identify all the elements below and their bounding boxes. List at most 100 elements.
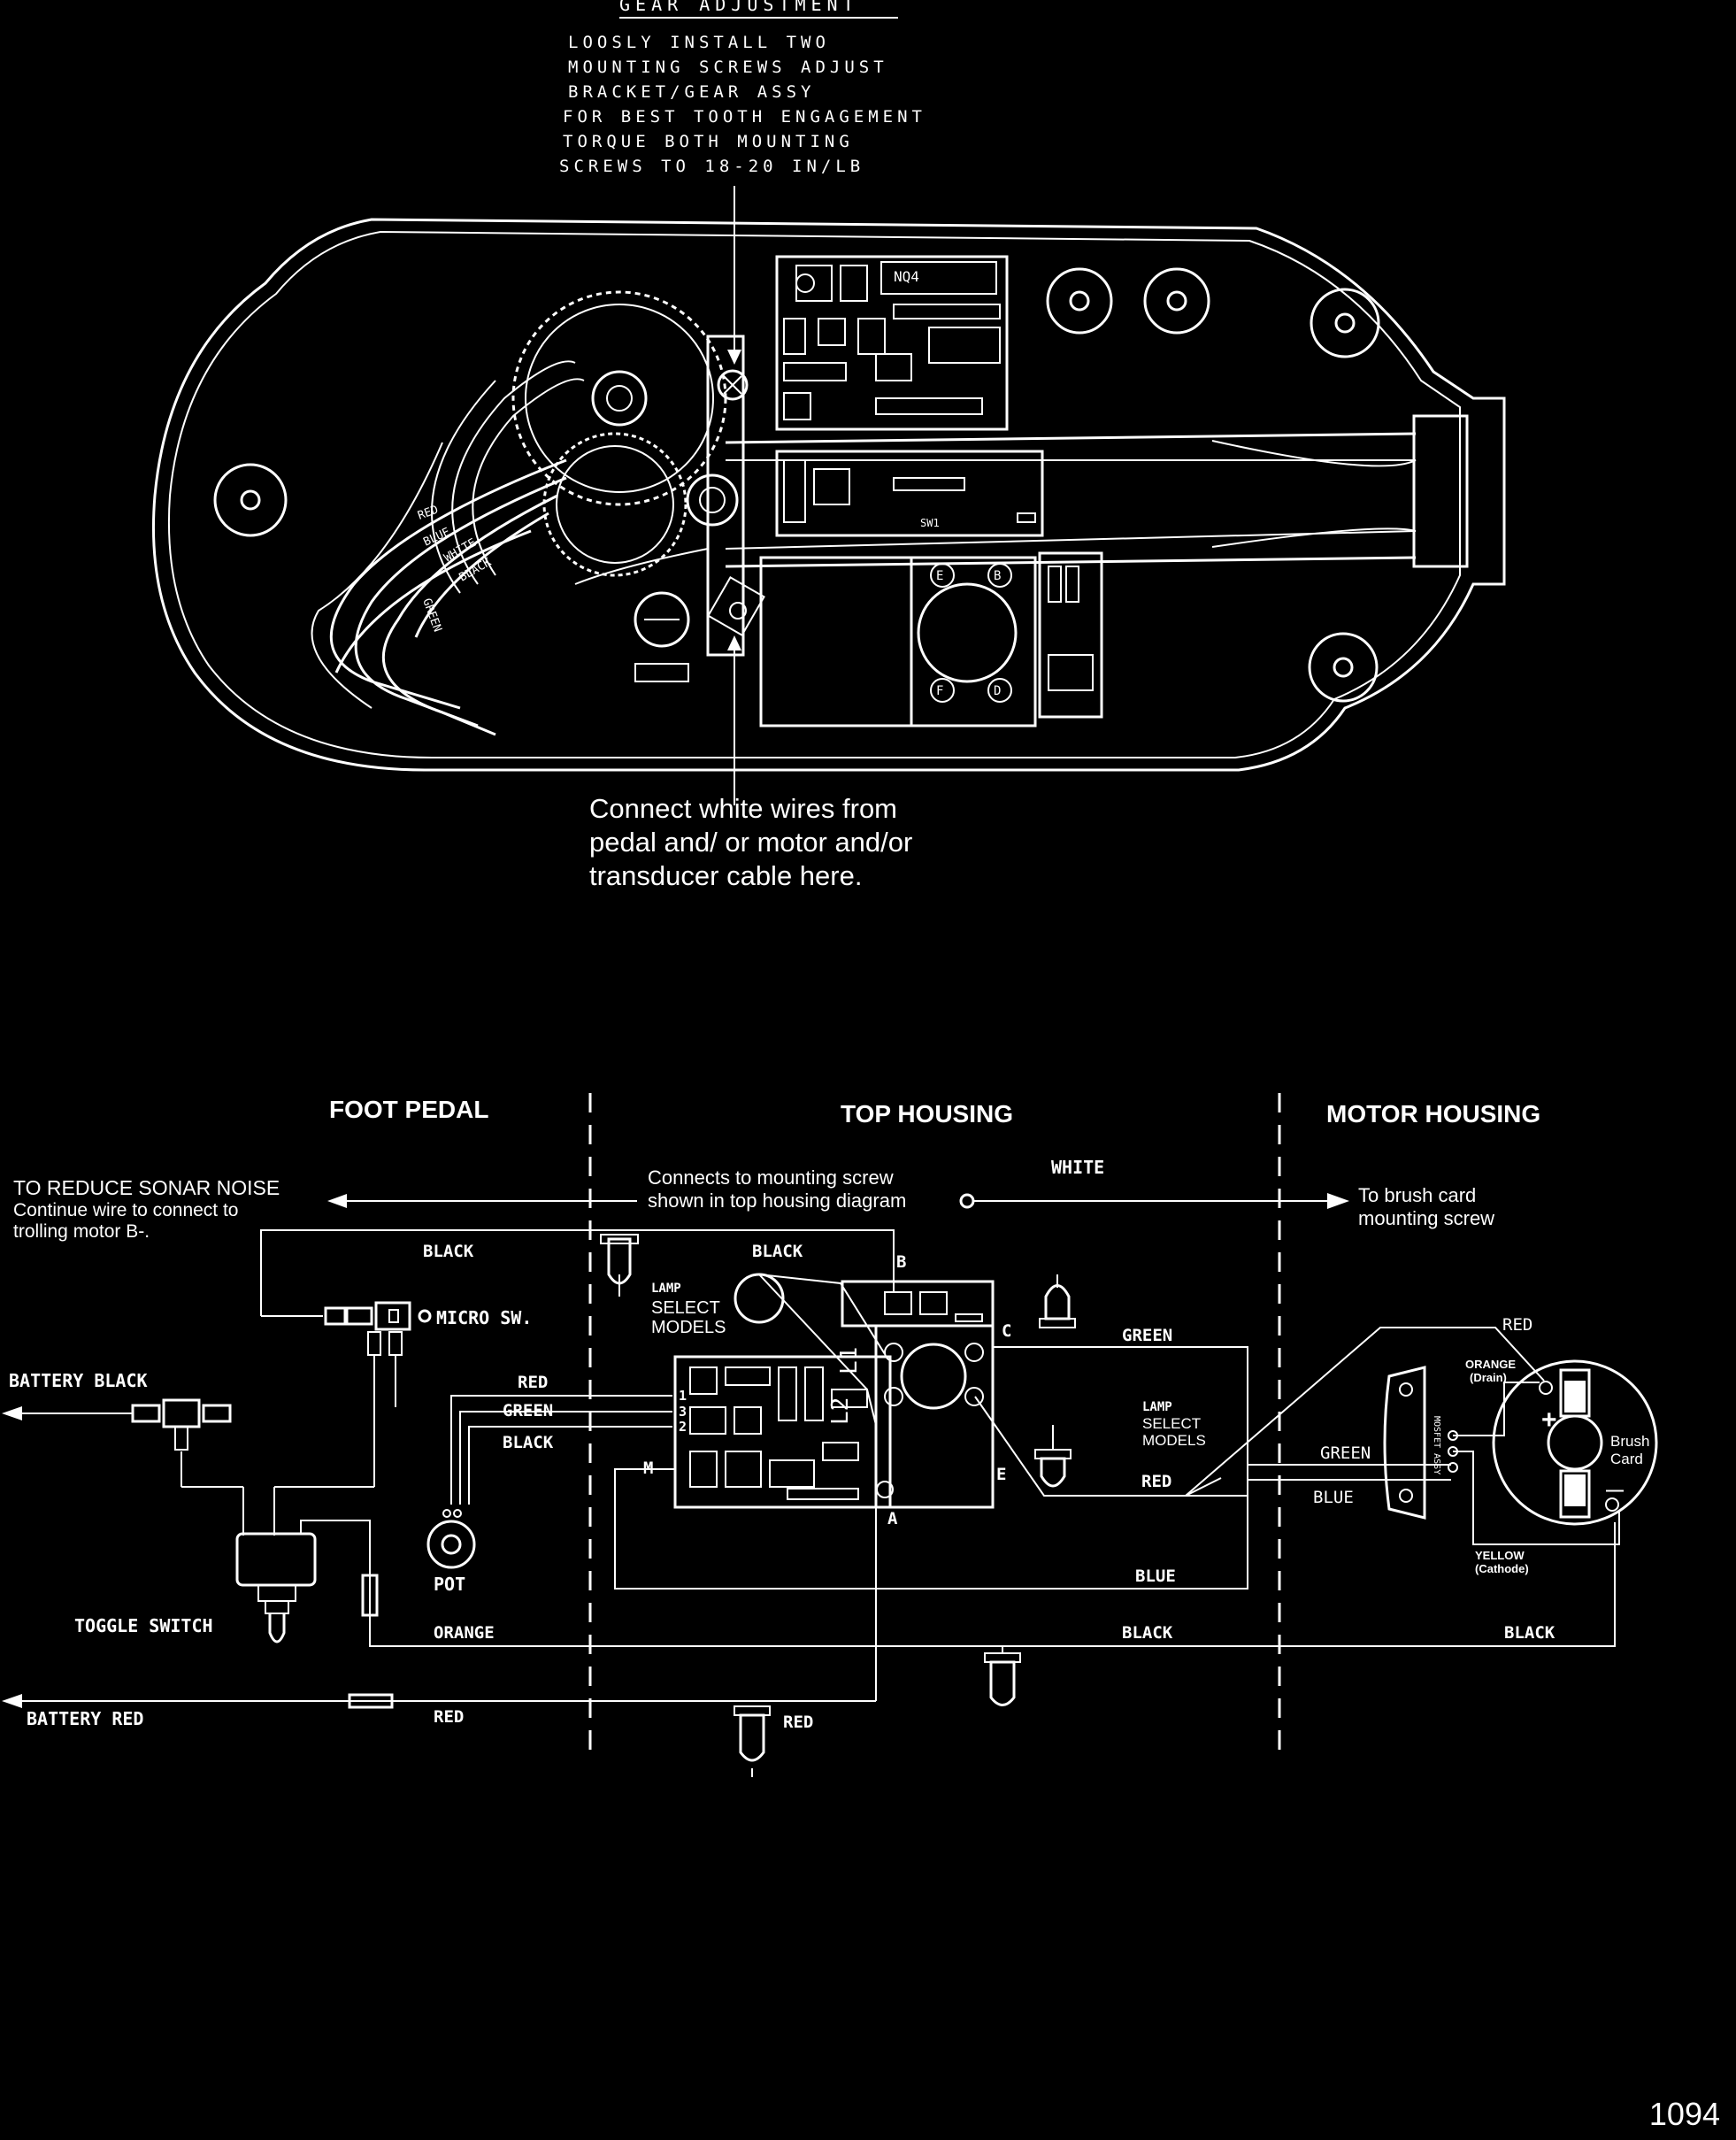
control-board-l1: 1 3 2 <box>673 1355 894 1509</box>
brush-card-line-2: Card <box>1610 1451 1643 1467</box>
wire-red-motor <box>1185 1327 1545 1497</box>
board-id-l2: L2 <box>827 1397 854 1425</box>
label-mosfet: MOSFET ASSY <box>1432 1416 1441 1474</box>
wire-green-1: GREEN <box>503 1401 553 1420</box>
gear-note-line-3: BRACKET/GEAR ASSY <box>568 82 815 102</box>
point-a: A <box>887 1509 898 1528</box>
wire-black-2: BLACK <box>503 1433 554 1452</box>
mounting-hole-top-3 <box>1310 288 1380 358</box>
mounting-hole-top-1 <box>1046 267 1113 335</box>
yellow-cathode-line-2: (Cathode) <box>1475 1562 1529 1575</box>
section-top-housing: TOP HOUSING <box>841 1100 1013 1128</box>
wire-red-1: RED <box>518 1373 548 1392</box>
connector-c <box>1039 1274 1076 1328</box>
gear-adjustment-title: GEAR ADJUSTMENT <box>619 0 859 15</box>
brush-card <box>1492 1359 1658 1526</box>
point-b: B <box>896 1252 906 1272</box>
gear-note-line-1: LOOSLY INSTALL TWO <box>568 33 830 52</box>
wire-orange: ORANGE <box>434 1623 495 1643</box>
connects-note-line-2: shown in top housing diagram <box>648 1189 906 1212</box>
connector-black-bottom <box>984 1646 1021 1706</box>
board-label-b: B <box>994 569 1001 583</box>
wire-label-green: GREEN <box>419 597 443 634</box>
wire-bundle <box>311 442 709 736</box>
small-gear <box>542 432 687 577</box>
bracket-screw-top <box>717 369 749 401</box>
point-c: C <box>1002 1321 1011 1341</box>
gear-leader-arrow <box>727 350 741 365</box>
fuse-red <box>348 1693 394 1709</box>
mounting-hole-left <box>213 463 288 537</box>
brush-note-line-2: mounting screw <box>1358 1207 1494 1229</box>
white-wire-arrow <box>727 635 741 650</box>
lamp-select-1-line-3: MODELS <box>651 1318 726 1337</box>
wire-black-bottom: BLACK <box>1122 1623 1173 1643</box>
point-e: E <box>996 1465 1006 1484</box>
sonar-note-line-1: Continue wire to connect to <box>13 1200 238 1220</box>
label-battery-black: BATTERY BLACK <box>9 1370 148 1391</box>
gear-note-line-5: TORQUE BOTH MOUNTING <box>563 132 854 151</box>
gear-note-line-4: FOR BEST TOOTH ENGAGEMENT <box>563 107 926 127</box>
lamp-select-2-line-1: LAMP <box>1142 1400 1172 1414</box>
wire-green-c: GREEN <box>1122 1326 1172 1345</box>
wire-red-connector: RED <box>783 1713 813 1732</box>
lamp-select-1-line-2: SELECT <box>651 1298 720 1318</box>
lamp-1 <box>734 1273 886 1426</box>
control-board-upper: NQ4 <box>775 255 1009 431</box>
sonar-note-line-2: trolling motor B-. <box>13 1221 150 1242</box>
wire-green-motor: GREEN <box>1320 1443 1371 1463</box>
connects-note-line-1: Connects to mounting screw <box>648 1166 894 1189</box>
pin-1: 1 <box>679 1388 687 1404</box>
connector-red <box>734 1705 771 1777</box>
sonar-note-heading: TO REDUCE SONAR NOISE <box>13 1176 280 1199</box>
terminal-lug <box>707 575 765 637</box>
potentiometer <box>426 1509 476 1569</box>
label-micro-sw: MICRO SW. <box>436 1307 532 1328</box>
orange-drain-line-1: ORANGE <box>1465 1358 1516 1371</box>
wire-red-motor: RED <box>1502 1315 1532 1335</box>
large-gear <box>511 290 727 506</box>
gear-note-line-6: SCREWS TO 18-20 IN/LB <box>559 157 864 176</box>
wire-black-top-mid: BLACK <box>752 1242 803 1261</box>
wire-red-e: RED <box>1141 1472 1171 1491</box>
toggle-switch <box>235 1532 317 1643</box>
gear-bracket <box>706 335 745 657</box>
wiring-schematic: FOOT PEDAL TOP HOUSING MOTOR HOUSING TO … <box>2 1093 1658 1777</box>
section-foot-pedal: FOOT PEDAL <box>329 1096 488 1123</box>
label-toggle-switch: TOGGLE SWITCH <box>74 1615 213 1636</box>
mounting-hole-top-2 <box>1143 267 1210 335</box>
brush-note-line-1: To brush card <box>1358 1184 1476 1206</box>
lamp-select-2-line-2: SELECT <box>1142 1415 1201 1432</box>
pin-3: 3 <box>679 1404 687 1420</box>
ring-terminal-white <box>959 1193 1327 1209</box>
board-label-f: F <box>936 684 943 698</box>
wire-blue-motor: BLUE <box>1313 1488 1354 1507</box>
board-label-d: D <box>994 684 1001 698</box>
wire-label-white: WHITE <box>442 536 479 566</box>
label-battery-red: BATTERY RED <box>27 1708 143 1729</box>
white-wire-screw <box>634 591 690 682</box>
control-board-l2 <box>841 1280 995 1509</box>
orange-drain-line-2: (Drain) <box>1470 1371 1507 1384</box>
wire-blue-bottom: BLUE <box>1135 1567 1176 1586</box>
top-housing-drawing: RED BLUE WHITE BLACK GREEN NQ4 <box>151 218 1506 891</box>
connect-note-line-3: transducer cable here. <box>589 860 862 891</box>
section-motor-housing: MOTOR HOUSING <box>1326 1100 1540 1128</box>
bracket-screw-middle <box>686 473 739 527</box>
wire-green-c <box>993 1346 1248 1497</box>
brush-card-plus: + <box>1541 1405 1557 1435</box>
lamp-select-2-line-3: MODELS <box>1142 1432 1206 1449</box>
board-label-e: E <box>936 569 943 583</box>
brush-card-line-1: Brush <box>1610 1433 1649 1450</box>
wire-red-bottom: RED <box>434 1707 464 1727</box>
connector-black-top <box>600 1234 639 1297</box>
wire-black-top-left: BLACK <box>423 1242 474 1261</box>
pin-2: 2 <box>679 1419 687 1435</box>
gear-note-line-2: MOUNTING SCREWS ADJUST <box>568 58 888 77</box>
brush-card-minus: — <box>1606 1481 1624 1500</box>
lamp-select-1-line-1: LAMP <box>651 1282 681 1296</box>
fuse-orange <box>361 1574 379 1617</box>
board-label-nq4: NQ4 <box>894 268 919 285</box>
wire-blue <box>614 1468 1248 1590</box>
